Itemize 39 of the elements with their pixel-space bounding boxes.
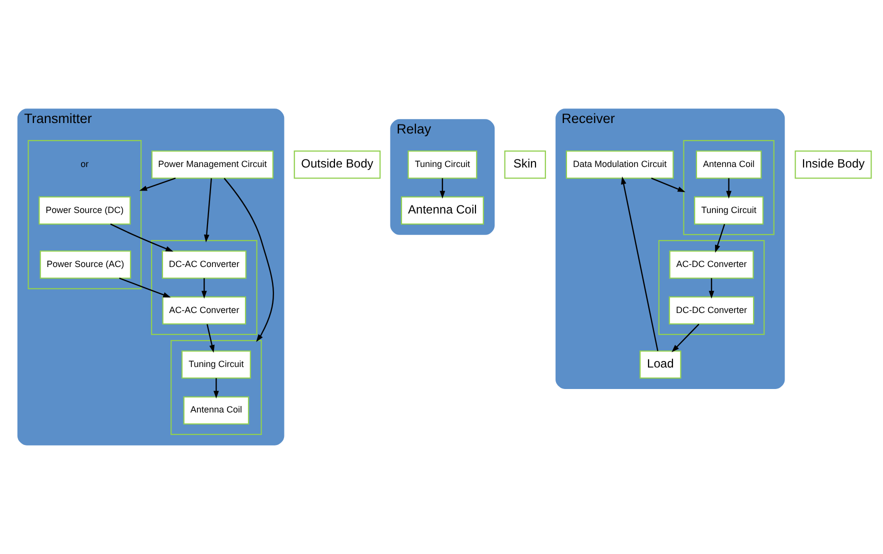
node-box: Tuning Circuit bbox=[181, 350, 251, 379]
node-box: AC-AC Converter bbox=[162, 296, 246, 325]
arrow bbox=[202, 278, 207, 299]
cluster bbox=[28, 140, 142, 290]
arrow bbox=[672, 324, 700, 352]
node-box: Skin bbox=[504, 150, 546, 179]
cluster bbox=[683, 140, 774, 236]
cluster bbox=[151, 240, 258, 336]
label: or bbox=[80, 158, 89, 169]
arrow bbox=[708, 278, 714, 299]
node-box: AC-DC Converter bbox=[669, 250, 754, 279]
arrow bbox=[204, 178, 212, 242]
node-box: Antenna Coil bbox=[696, 150, 762, 179]
arrow bbox=[110, 224, 174, 252]
node-box: Power Management Circuit bbox=[151, 150, 274, 179]
node-box: Tuning Circuit bbox=[408, 150, 478, 179]
node-box: Data Modulation Circuit bbox=[566, 150, 674, 179]
node-box: DC-AC Converter bbox=[162, 250, 246, 279]
cluster bbox=[170, 340, 262, 436]
node-box: Antenna Coil bbox=[183, 396, 250, 424]
arrow bbox=[214, 378, 219, 399]
arrow bbox=[621, 176, 658, 352]
arrow bbox=[224, 178, 274, 342]
arrow bbox=[139, 178, 176, 191]
node-box: Outside Body bbox=[294, 150, 381, 179]
arrow bbox=[726, 178, 732, 199]
arrow bbox=[206, 324, 215, 353]
node-box: Tuning Circuit bbox=[694, 196, 764, 225]
node-box: Load bbox=[640, 350, 682, 379]
arrow bbox=[440, 178, 446, 199]
node-box: Inside Body bbox=[794, 150, 872, 179]
node-box: DC-DC Converter bbox=[668, 296, 754, 325]
arrow bbox=[119, 278, 171, 298]
cluster bbox=[658, 240, 765, 336]
node-box: Antenna Coil bbox=[400, 196, 484, 225]
arrow bbox=[651, 178, 686, 192]
arrow bbox=[715, 224, 726, 253]
node-box: Power Source (AC) bbox=[40, 250, 132, 279]
node-box: Power Source (DC) bbox=[38, 196, 131, 225]
